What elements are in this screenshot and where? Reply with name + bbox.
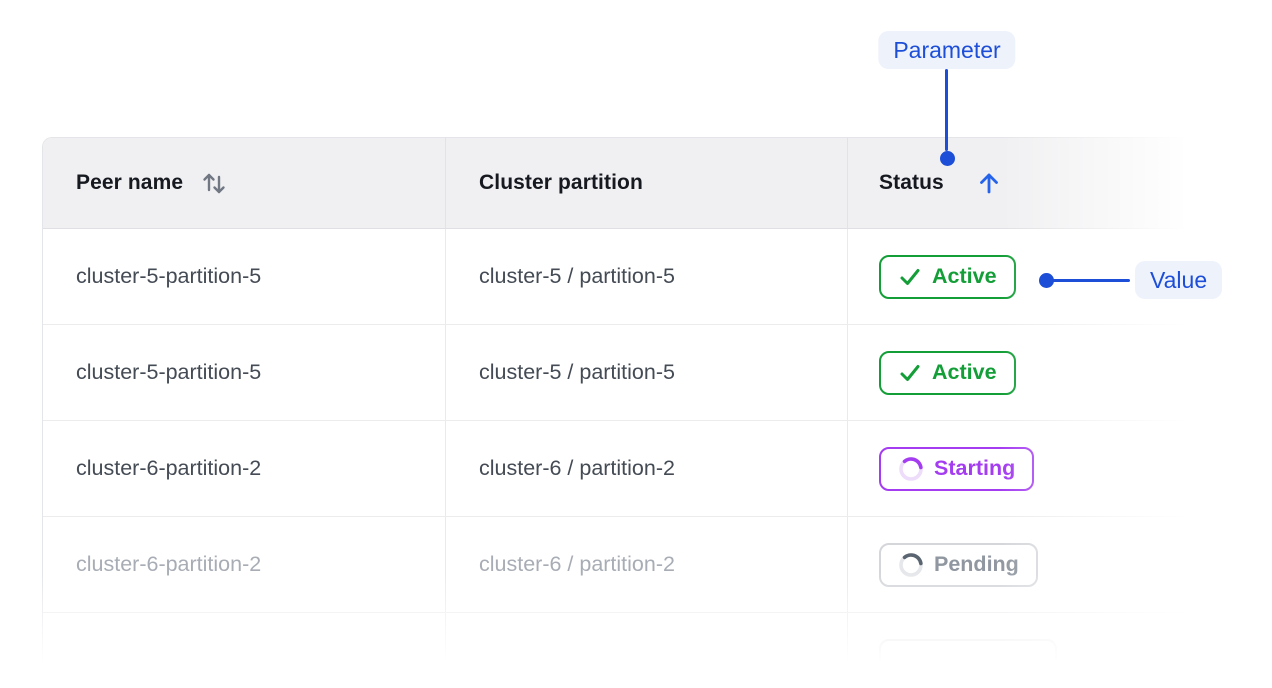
value-callout-text: Value xyxy=(1150,266,1208,293)
table-row: cluster-6-partition-2 cluster-6 / partit… xyxy=(43,517,1211,613)
cell-status: Starting xyxy=(848,421,1211,516)
cell-peer-name xyxy=(43,613,446,688)
status-badge: Starting xyxy=(879,446,1035,491)
parameter-connector-line xyxy=(945,69,948,151)
table-header-row: Peer name Cluster partition Status xyxy=(43,138,1211,229)
cell-peer-name: cluster-6-partition-2 xyxy=(43,517,446,612)
cell-peer-name: cluster-6-partition-2 xyxy=(43,421,446,516)
status-label: Active xyxy=(932,264,997,288)
table-row xyxy=(43,613,1211,688)
status-badge: Active xyxy=(879,350,1016,395)
cluster-partition-text: cluster-6 / partition-2 xyxy=(479,552,675,576)
parameter-callout-text: Parameter xyxy=(893,36,1001,63)
spinner-icon xyxy=(898,456,924,482)
spinner-icon xyxy=(898,552,924,578)
peer-name-text: cluster-5-partition-5 xyxy=(76,360,262,384)
column-header-label: Status xyxy=(879,171,944,194)
column-header-label: Peer name xyxy=(76,171,184,194)
cell-peer-name: cluster-5-partition-5 xyxy=(43,325,446,420)
table-row: cluster-5-partition-5 cluster-5 / partit… xyxy=(43,325,1211,421)
cell-status: Pending xyxy=(848,517,1211,612)
value-connector-line xyxy=(1046,279,1130,282)
column-header-label: Cluster partition xyxy=(479,171,643,194)
cluster-partition-text: cluster-5 / partition-5 xyxy=(479,360,675,384)
column-header-status[interactable]: Status xyxy=(848,138,1211,228)
column-header-cluster-partition[interactable]: Cluster partition xyxy=(446,138,848,228)
cell-peer-name: cluster-5-partition-5 xyxy=(43,229,446,324)
table-row: cluster-6-partition-2 cluster-6 / partit… xyxy=(43,421,1211,517)
peer-name-text: cluster-6-partition-2 xyxy=(76,456,262,480)
check-icon xyxy=(898,361,922,385)
status-badge: Pending xyxy=(879,542,1038,587)
status-label: Pending xyxy=(934,552,1019,576)
parameter-callout-label: Parameter xyxy=(878,31,1016,69)
status-badge: Active xyxy=(879,254,1016,299)
column-header-peer-name[interactable]: Peer name xyxy=(43,138,446,228)
arrow-up-icon xyxy=(974,168,1004,198)
peers-table: Peer name Cluster partition Status xyxy=(42,137,1212,688)
peer-name-text: cluster-6-partition-2 xyxy=(76,552,262,576)
status-label: Starting xyxy=(934,456,1016,480)
status-label: Active xyxy=(932,360,997,384)
sort-up-down-icon xyxy=(199,168,229,198)
cell-status: Active xyxy=(848,229,1211,324)
status-badge xyxy=(879,638,1057,683)
cluster-partition-text: cluster-6 / partition-2 xyxy=(479,456,675,480)
cluster-partition-text: cluster-5 / partition-5 xyxy=(479,264,675,288)
cell-cluster-partition: cluster-6 / partition-2 xyxy=(446,421,848,516)
peer-name-text: cluster-5-partition-5 xyxy=(76,264,262,288)
value-callout-label: Value xyxy=(1135,261,1223,299)
cell-status: Active xyxy=(848,325,1211,420)
cell-cluster-partition: cluster-5 / partition-5 xyxy=(446,229,848,324)
parameter-connector-dot xyxy=(940,151,955,166)
cell-cluster-partition: cluster-6 / partition-2 xyxy=(446,517,848,612)
table-row: cluster-5-partition-5 cluster-5 / partit… xyxy=(43,229,1211,325)
cell-cluster-partition: cluster-5 / partition-5 xyxy=(446,325,848,420)
cell-cluster-partition xyxy=(446,613,848,688)
check-icon xyxy=(898,265,922,289)
cell-status xyxy=(848,613,1211,688)
